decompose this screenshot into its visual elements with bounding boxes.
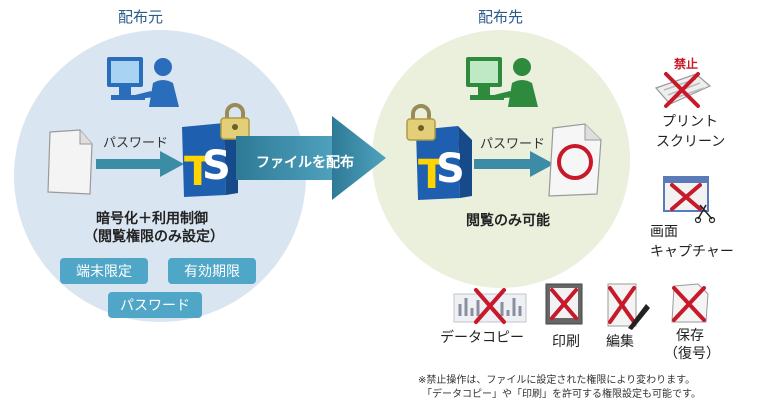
source-desc-line1: 暗号化＋利用制御 <box>96 211 208 227</box>
print-label: 印刷 <box>552 334 580 350</box>
prohibited-badge: 禁止 <box>674 57 699 71</box>
distribute-label: ファイルを配布 <box>256 155 354 171</box>
svg-text:S: S <box>202 143 231 189</box>
distribute-arrow <box>236 116 386 204</box>
edit-label: 編集 <box>606 334 634 350</box>
save-label-1: 保存 <box>676 328 704 344</box>
destination-title: 配布先 <box>478 8 524 26</box>
svg-text:T: T <box>418 152 446 198</box>
recipient-ts-logo-icon: T S <box>414 118 474 204</box>
footnote-line2: 「データコピー」や「印刷」を許可する権限設定も可能です。 <box>422 389 701 400</box>
save-prohibited-icon <box>668 282 712 328</box>
document-icon <box>44 128 96 200</box>
lock-icon <box>218 103 252 145</box>
view-allowed-document-icon <box>543 122 607 202</box>
tag-expiration: 有効期限 <box>168 258 256 284</box>
tag-device-restriction: 端末限定 <box>60 258 148 284</box>
source-password-label: パスワード <box>103 136 169 151</box>
data-copy-label: データコピー <box>440 330 524 346</box>
recipient-arrow <box>474 150 554 182</box>
tag-password: パスワード <box>108 292 202 318</box>
print-screen-label-2: スクリーン <box>656 134 726 150</box>
save-label-2: （復号） <box>664 346 720 362</box>
svg-text:S: S <box>436 146 465 192</box>
print-screen-label-1: プリント <box>662 114 718 130</box>
recipient-lock-icon <box>404 104 438 146</box>
svg-text:T: T <box>184 149 212 195</box>
keyboard-prohibited-icon <box>652 68 712 114</box>
source-title: 配布元 <box>118 8 164 26</box>
data-copy-prohibited-icon <box>452 286 528 330</box>
screen-capture-label-1: 画面 <box>650 224 678 240</box>
footnote-line1: ※禁止操作は、ファイルに設定された権限により変わります。 <box>418 375 696 386</box>
computer-user-icon <box>105 55 185 114</box>
source-desc-line2: （閲覧権限のみ設定） <box>84 229 224 245</box>
source-arrow <box>96 150 184 182</box>
recipient-desc: 閲覧のみ可能 <box>466 213 550 229</box>
recipient-password-label: パスワード <box>480 137 546 152</box>
screen-capture-label-2: キャプチャー <box>650 244 734 260</box>
printer-prohibited-icon <box>542 282 586 332</box>
ts-logo-icon: T S <box>180 115 240 201</box>
recipient-user-icon <box>464 55 544 114</box>
edit-prohibited-icon <box>604 282 650 336</box>
screen-capture-prohibited-icon <box>662 175 718 227</box>
